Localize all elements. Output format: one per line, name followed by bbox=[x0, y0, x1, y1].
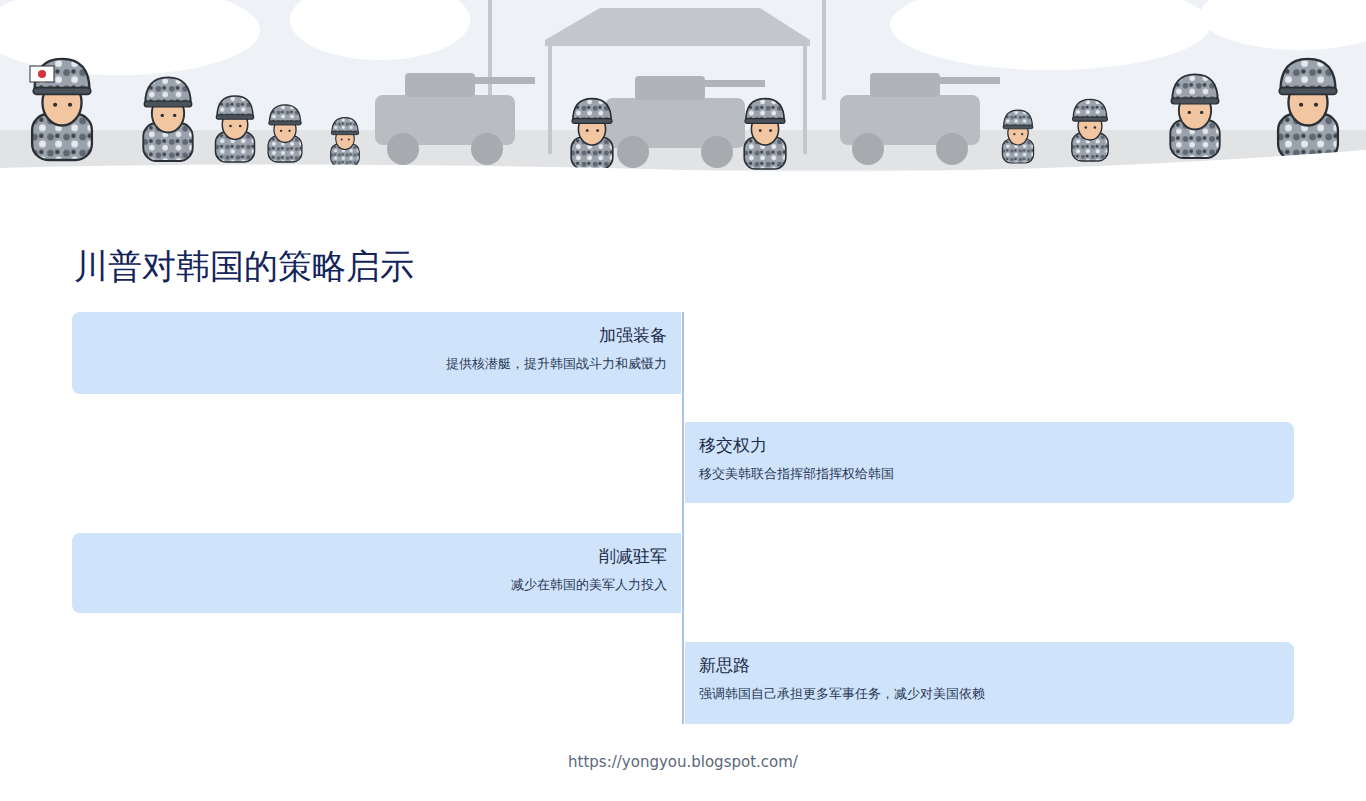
timeline-box: 移交权力移交美韩联合指挥部指挥权给韩国 bbox=[685, 422, 1294, 503]
box-heading: 新思路 bbox=[699, 654, 1280, 676]
axis-line bbox=[682, 312, 684, 724]
title: 川普对韩国的策略启示 bbox=[74, 244, 414, 290]
timeline-box: 削减驻军减少在韩国的美军人力投入 bbox=[72, 533, 681, 613]
timeline-box: 新思路强调韩国自己承担更多军事任务，减少对美国依赖 bbox=[685, 642, 1294, 724]
box-body: 移交美韩联合指挥部指挥权给韩国 bbox=[699, 465, 1280, 483]
box-body: 提供核潜艇，提升韩国战斗力和威慑力 bbox=[86, 355, 667, 373]
box-body: 减少在韩国的美军人力投入 bbox=[86, 576, 667, 594]
timeline-box: 加强装备提供核潜艇，提升韩国战斗力和威慑力 bbox=[72, 312, 681, 394]
box-heading: 削减驻军 bbox=[86, 545, 667, 567]
box-body: 强调韩国自己承担更多军事任务，减少对美国依赖 bbox=[699, 685, 1280, 703]
box-heading: 加强装备 bbox=[86, 324, 667, 346]
footer-url: https://yongyou.blogspot.com/ bbox=[0, 753, 1366, 771]
header-illustration bbox=[0, 0, 1366, 190]
box-heading: 移交权力 bbox=[699, 434, 1280, 456]
